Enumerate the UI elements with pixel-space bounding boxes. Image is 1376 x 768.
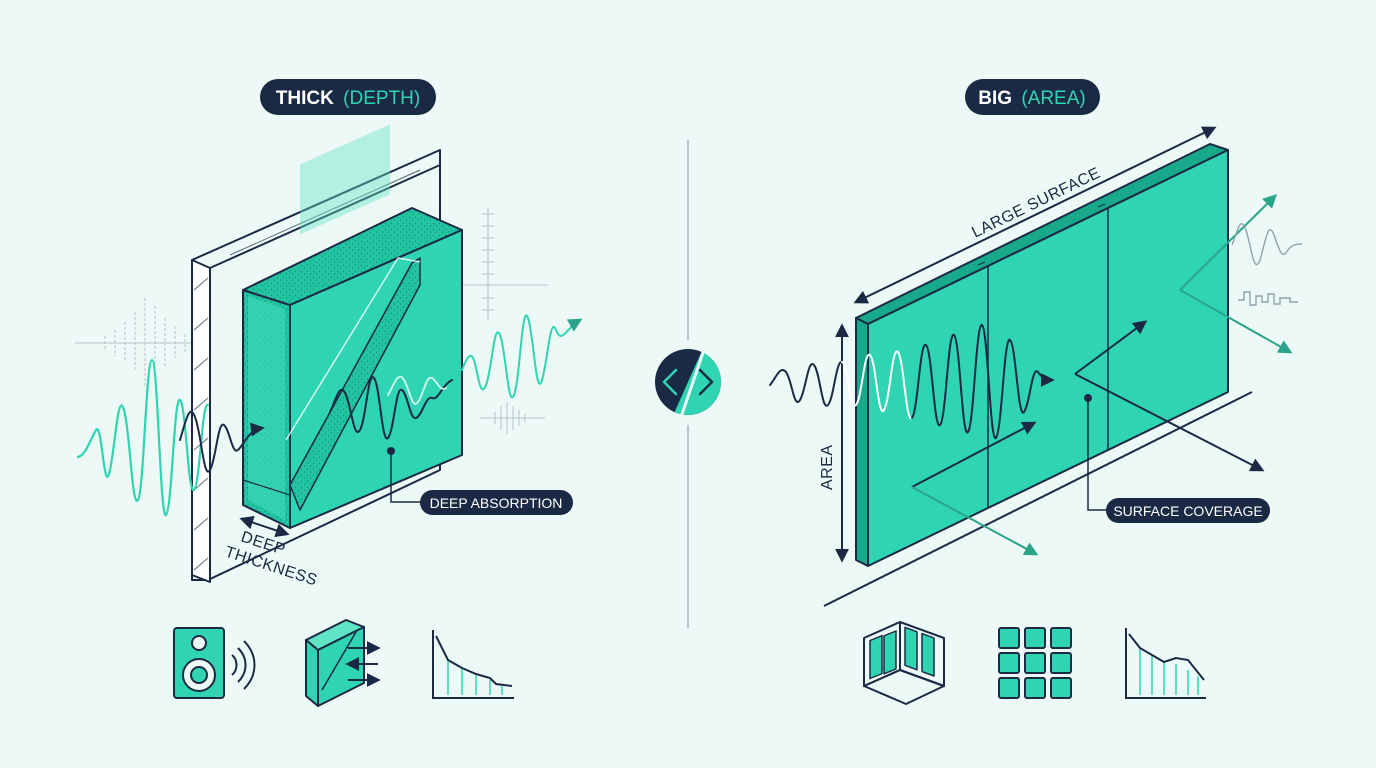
decay-graph-icon-right (1125, 628, 1206, 699)
title-depth: (DEPTH) (343, 88, 420, 109)
dimension-area: AREA (819, 444, 836, 490)
incoming-sound-wave-left (76, 314, 583, 517)
compare-arrows-icon (655, 343, 721, 421)
reflection-arrows (911, 194, 1293, 556)
area-dimension: AREA (819, 323, 849, 563)
right-panel: BIG (AREA) LARGE SURFACE AREA (769, 79, 1303, 705)
panel-grid-icon (998, 627, 1072, 699)
decay-graph-icon-left (432, 630, 514, 699)
title-big: BIG (978, 88, 1012, 109)
thick-depth-title: THICK (DEPTH) (260, 79, 436, 115)
background-spectrum-left (75, 208, 548, 434)
thick-absorber-panel (242, 124, 463, 529)
incoming-sound-wave-right (769, 323, 1055, 440)
layered-panel-icon (305, 619, 381, 707)
deep-thickness-dimension: DEEP THICKNESS (223, 515, 319, 589)
room-corner-icon (863, 621, 945, 705)
title-area: (AREA) (1021, 88, 1085, 109)
deep-absorption-callout: DEEP ABSORPTION (387, 447, 573, 515)
deep-absorption-label: DEEP ABSORPTION (430, 495, 563, 511)
wall-plate (191, 149, 441, 583)
svg-text:BIG (AREA): BIG (AREA) (978, 88, 1085, 109)
svg-text:THICK (DEPTH): THICK (DEPTH) (276, 88, 420, 109)
surface-coverage-callout: SURFACE COVERAGE (1084, 394, 1270, 523)
speaker-icon (173, 627, 256, 699)
reflected-waves-right (1231, 223, 1303, 306)
title-thick: THICK (276, 88, 334, 109)
big-area-title: BIG (AREA) (965, 79, 1100, 115)
surface-coverage-label: SURFACE COVERAGE (1113, 503, 1262, 519)
left-panel: THICK (DEPTH) (75, 79, 583, 707)
center-divider (655, 140, 721, 628)
